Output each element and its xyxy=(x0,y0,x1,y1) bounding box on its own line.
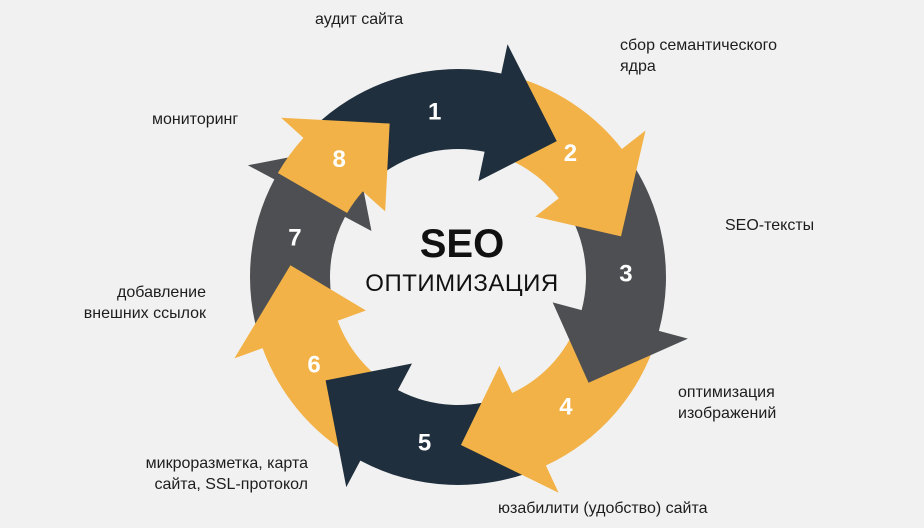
step-5-label-line: юзабилити (удобство) сайта xyxy=(498,500,708,517)
step-number-4: 4 xyxy=(559,394,573,421)
step-number-8: 8 xyxy=(333,146,346,173)
step-number-5: 5 xyxy=(418,430,431,457)
step-4-label-line: изображений xyxy=(678,405,777,422)
step-3-label-line: SEO-тексты xyxy=(725,217,815,234)
step-5-label: юзабилити (удобство) сайта xyxy=(498,498,708,519)
step-number-7: 7 xyxy=(288,224,301,251)
center-title: SEO xyxy=(419,222,505,266)
step-7-label: добавление внешних ссылок xyxy=(54,282,206,324)
step-2-label-line: ядра xyxy=(620,58,656,75)
step-4-label-line: оптимизация xyxy=(678,384,775,401)
step-8-label: мониторинг xyxy=(152,109,238,130)
step-2-label-line: сбор семантического xyxy=(620,37,777,54)
step-7-label-line: добавление xyxy=(117,284,206,301)
step-6-label-line: микроразметка, карта xyxy=(145,455,308,472)
step-4-label: оптимизация изображений xyxy=(678,382,776,424)
step-7-label-line: внешних ссылок xyxy=(83,305,206,322)
center-subtitle: ОПТИМИЗАЦИЯ xyxy=(365,270,559,297)
step-8-label-line: мониторинг xyxy=(152,111,239,128)
cycle-arrow-8 xyxy=(277,117,390,213)
step-6-label: микроразметка, карта сайта, SSL-протокол xyxy=(112,453,308,495)
step-number-1: 1 xyxy=(428,99,441,126)
step-number-6: 6 xyxy=(307,352,320,379)
step-1-label-line: аудит сайта xyxy=(315,11,404,28)
step-3-label: SEO-тексты xyxy=(725,215,814,236)
step-6-label-line: сайта, SSL-протокол xyxy=(154,476,308,493)
step-1-label: аудит сайта xyxy=(315,9,403,30)
step-number-2: 2 xyxy=(564,140,577,167)
step-2-label: сбор семантического ядра xyxy=(620,35,777,77)
step-number-3: 3 xyxy=(619,261,632,288)
